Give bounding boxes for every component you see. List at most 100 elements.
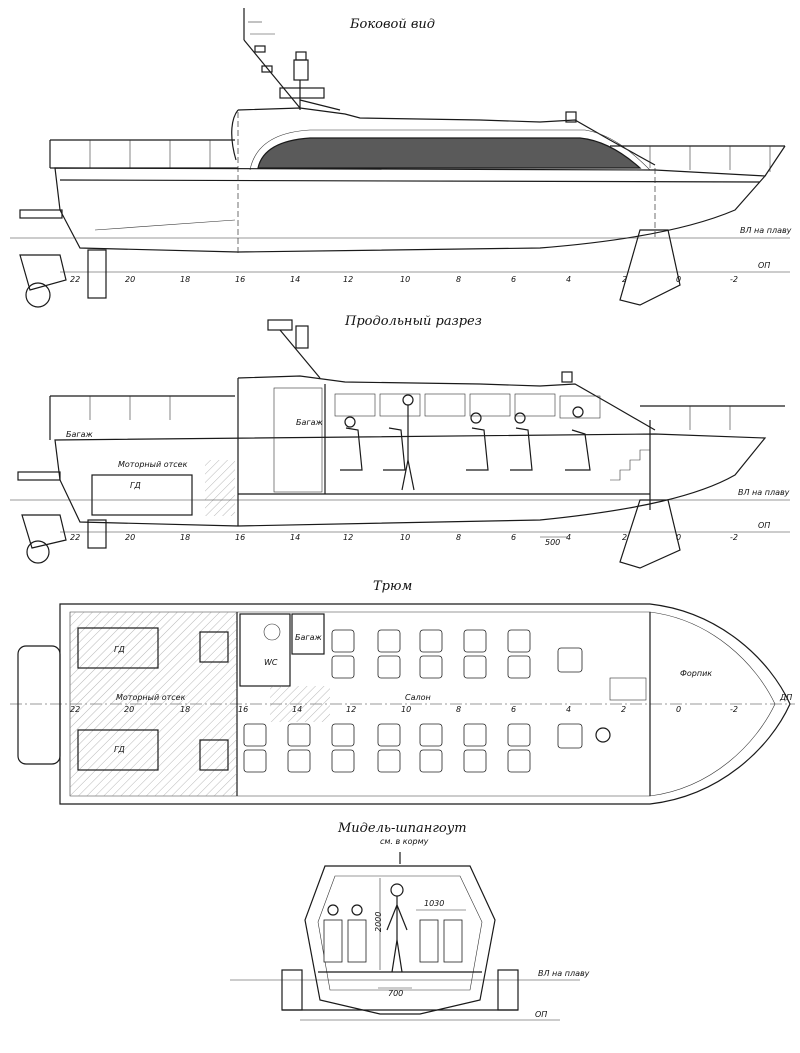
sheer-line [59, 179, 761, 183]
stern-drive [19, 254, 67, 291]
frame-label: 0 [676, 533, 681, 542]
frame-label: 0 [676, 705, 681, 714]
midship-seats [323, 904, 463, 963]
hold-frame-numbers: 22 20 18 16 14 12 10 8 6 4 2 0 -2 [70, 705, 738, 714]
section-mast-box [267, 319, 293, 331]
aft-foil-strut [87, 249, 107, 299]
centerline-label: ДП [779, 693, 792, 702]
side-baseline-label: ОП [758, 261, 770, 270]
frame-label: 14 [290, 533, 300, 542]
frame-label: 2 [621, 705, 626, 714]
side-waterline-label: ВЛ на плаву [740, 226, 792, 235]
dimension-1030: 1030 [424, 899, 444, 908]
frame-label: 8 [456, 533, 461, 542]
aft-railing [49, 139, 238, 169]
hold-baggage-label: Багаж [295, 633, 322, 642]
frame-label: 16 [235, 275, 245, 284]
salon-label: Салон [405, 693, 431, 702]
frame-label: 4 [566, 705, 571, 714]
midship-baseline-label: ОП [535, 1010, 547, 1019]
side-view-title: Боковой вид [349, 17, 435, 32]
dimension-700: 700 [388, 989, 403, 998]
midship-hull [304, 865, 496, 1015]
frame-label: 10 [401, 705, 411, 714]
midship-foil-right [497, 969, 519, 1011]
hold-view: Трюм ДП ГД ГД Моторный отсек WC Багаж Са… [10, 579, 795, 805]
aft-superstructure-edge [231, 109, 239, 161]
frame-label: 0 [676, 275, 681, 284]
dimension-500: 500 [545, 538, 560, 547]
mast [243, 8, 341, 111]
section-view: Продольный разрез Багаж Багаж Моторный о… [10, 314, 790, 569]
hold-view-title: Трюм [373, 579, 412, 594]
section-waterline-label: ВЛ на плаву [738, 488, 790, 497]
wc-label: WC [264, 658, 278, 667]
exhaust-pipe [19, 209, 63, 219]
frame-label: 22 [70, 705, 80, 714]
standing-person-figure [386, 883, 408, 973]
frame-label: 12 [343, 533, 353, 542]
window-band [257, 137, 642, 169]
midship-cabin [317, 875, 483, 991]
frame-label: 2 [622, 533, 627, 542]
dimension-2000: 2000 [374, 912, 383, 932]
section-propeller-icon [26, 540, 50, 564]
frame-label: 6 [511, 705, 516, 714]
midship-subtitle: см. в корму [380, 837, 429, 846]
sink-icon [263, 623, 281, 641]
frame-label: -2 [730, 533, 738, 542]
window-frame [249, 129, 651, 171]
wc-room [239, 613, 291, 687]
midship-waterline-label: ВЛ на плаву [538, 969, 590, 978]
side-frame-numbers: 22 20 18 16 14 12 10 8 6 4 2 0 -2 [70, 275, 738, 284]
section-windows [334, 393, 601, 419]
section-baggage-aft-label: Багаж [66, 430, 93, 439]
chine-line [94, 219, 236, 231]
hold-seats [243, 629, 583, 773]
frame-label: 16 [235, 533, 245, 542]
midship-view-title: Мидель-шпангоут [337, 821, 467, 836]
engine-left-label: ГД [114, 645, 125, 654]
hold-baggage [291, 613, 325, 655]
section-stern-drive [21, 514, 67, 549]
frame-label: 14 [290, 275, 300, 284]
side-view: Боковой вид [10, 8, 792, 308]
frame-label: 12 [343, 275, 353, 284]
frame-label: 20 [125, 275, 135, 284]
frame-label: 14 [292, 705, 302, 714]
frame-label: 18 [180, 705, 190, 714]
section-radar-box [561, 371, 573, 383]
section-engine-label: ГД [130, 481, 141, 490]
frame-label: 4 [566, 533, 571, 542]
baggage-compartment [273, 387, 323, 493]
frame-label: 18 [180, 275, 190, 284]
frame-label: 12 [346, 705, 356, 714]
hull-side [54, 167, 767, 253]
frame-label: 10 [400, 533, 410, 542]
propeller-icon [25, 282, 51, 308]
forepeak-label: Форпик [680, 669, 712, 678]
frame-label: 8 [456, 705, 461, 714]
hold-engine-room-label: Моторный отсек [116, 693, 186, 702]
frame-label: 6 [511, 533, 516, 542]
frame-label: 18 [180, 533, 190, 542]
engine-right-label: ГД [114, 745, 125, 754]
frame-label: -2 [730, 705, 738, 714]
section-baseline-label: ОП [758, 521, 770, 530]
passenger-figures [344, 394, 584, 491]
frame-label: 10 [400, 275, 410, 284]
transom-platform [17, 645, 61, 765]
midship-view: Мидель-шпангоут см. в корму 2000 [230, 821, 590, 1021]
section-engine [91, 474, 193, 516]
section-engine-room-label: Моторный отсек [118, 460, 188, 469]
frame-label: 16 [238, 705, 248, 714]
midship-foil-left [281, 969, 303, 1011]
frame-label: 20 [124, 705, 134, 714]
bow-foil [619, 229, 681, 306]
section-seats [340, 427, 591, 471]
section-bow-foil [619, 499, 681, 569]
section-view-title: Продольный разрез [344, 314, 482, 329]
frame-label: 8 [456, 275, 461, 284]
frame-label: 4 [566, 275, 571, 284]
